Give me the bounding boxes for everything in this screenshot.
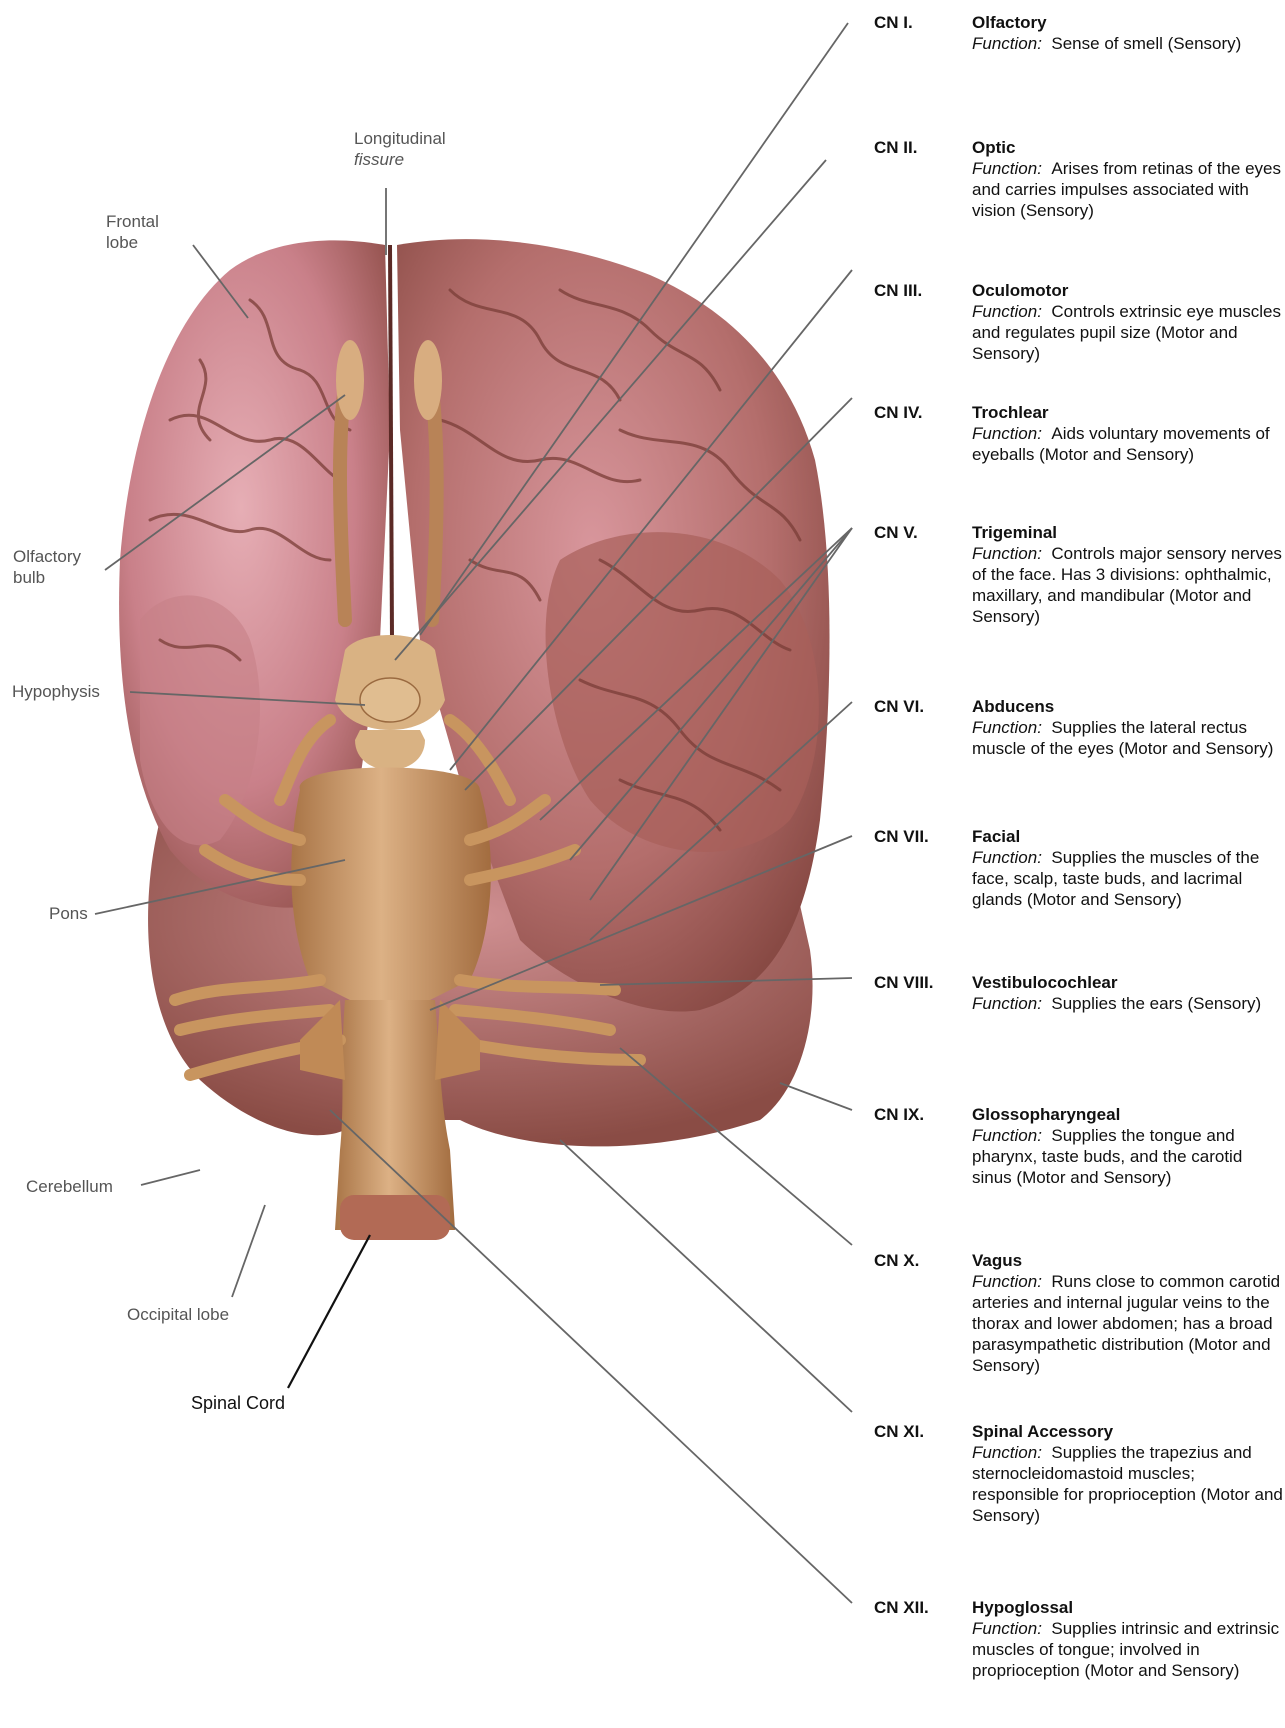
nerve-name: Trochlear (972, 402, 1049, 423)
longitudinal-fissure-line (390, 245, 392, 640)
nerve-name: Abducens (972, 696, 1054, 717)
nerve-function: Function: Controls major sensory nerves … (972, 543, 1284, 627)
olfactory-bulb-right (414, 340, 442, 420)
mammillary-bodies (355, 730, 425, 770)
nerve-number: CN VIII. (874, 972, 934, 993)
nerve-function: Function: Supplies the trapezius and ste… (972, 1442, 1284, 1526)
nerve-number: CN IV. (874, 402, 923, 423)
label-pons: Pons (49, 903, 88, 924)
label-spinal-cord: Spinal Cord (191, 1393, 285, 1414)
label-cerebellum: Cerebellum (26, 1176, 113, 1197)
nerve-name: Glossopharyngeal (972, 1104, 1120, 1125)
nerve-name: Hypoglossal (972, 1597, 1073, 1618)
nerve-number: CN IX. (874, 1104, 924, 1125)
nerve-function: Function: Supplies the tongue and pharyn… (972, 1125, 1284, 1188)
nerve-function: Function: Supplies the muscles of the fa… (972, 847, 1284, 910)
nerve-number: CN I. (874, 12, 913, 33)
nerve-name: Oculomotor (972, 280, 1068, 301)
nerve-name: Vagus (972, 1250, 1022, 1271)
nerve-function: Function: Sense of smell (Sensory) (972, 33, 1284, 54)
nerve-number: CN II. (874, 137, 917, 158)
nerve-function: Function: Supplies the ears (Sensory) (972, 993, 1284, 1014)
nerve-function: Function: Aids voluntary movements of ey… (972, 423, 1284, 465)
nerve-number: CN X. (874, 1250, 919, 1271)
nerve-number: CN XII. (874, 1597, 929, 1618)
nerve-number: CN III. (874, 280, 922, 301)
nerve-name: Facial (972, 826, 1020, 847)
nerve-function: Function: Controls extrinsic eye muscles… (972, 301, 1284, 364)
pons-shape (291, 768, 491, 1001)
nerve-number: CN VI. (874, 696, 924, 717)
nerve-function: Function: Arises from retinas of the eye… (972, 158, 1284, 221)
label-olfactory-bulb: Olfactory bulb (13, 546, 81, 588)
nerve-number: CN VII. (874, 826, 929, 847)
label-occipital-lobe: Occipital lobe (127, 1304, 229, 1325)
nerve-name: Olfactory (972, 12, 1047, 33)
hypophysis-shape (360, 678, 420, 722)
nerve-name: Vestibulocochlear (972, 972, 1118, 993)
nerve-function: Function: Runs close to common carotid a… (972, 1271, 1284, 1376)
nerve-function: Function: Supplies intrinsic and extrins… (972, 1618, 1284, 1681)
nerve-number: CN V. (874, 522, 918, 543)
nerve-name: Trigeminal (972, 522, 1057, 543)
label-hypophysis: Hypophysis (12, 681, 100, 702)
nerve-name: Spinal Accessory (972, 1421, 1113, 1442)
label-frontal-lobe: Frontal lobe (106, 211, 159, 253)
nerve-function: Function: Supplies the lateral rectus mu… (972, 717, 1284, 759)
label-longitudinal-fissure: Longitudinal fissure (354, 128, 446, 170)
nerve-number: CN XI. (874, 1421, 924, 1442)
nerve-name: Optic (972, 137, 1015, 158)
olfactory-bulb-left (336, 340, 364, 420)
spinal-cord-cut (340, 1195, 450, 1240)
